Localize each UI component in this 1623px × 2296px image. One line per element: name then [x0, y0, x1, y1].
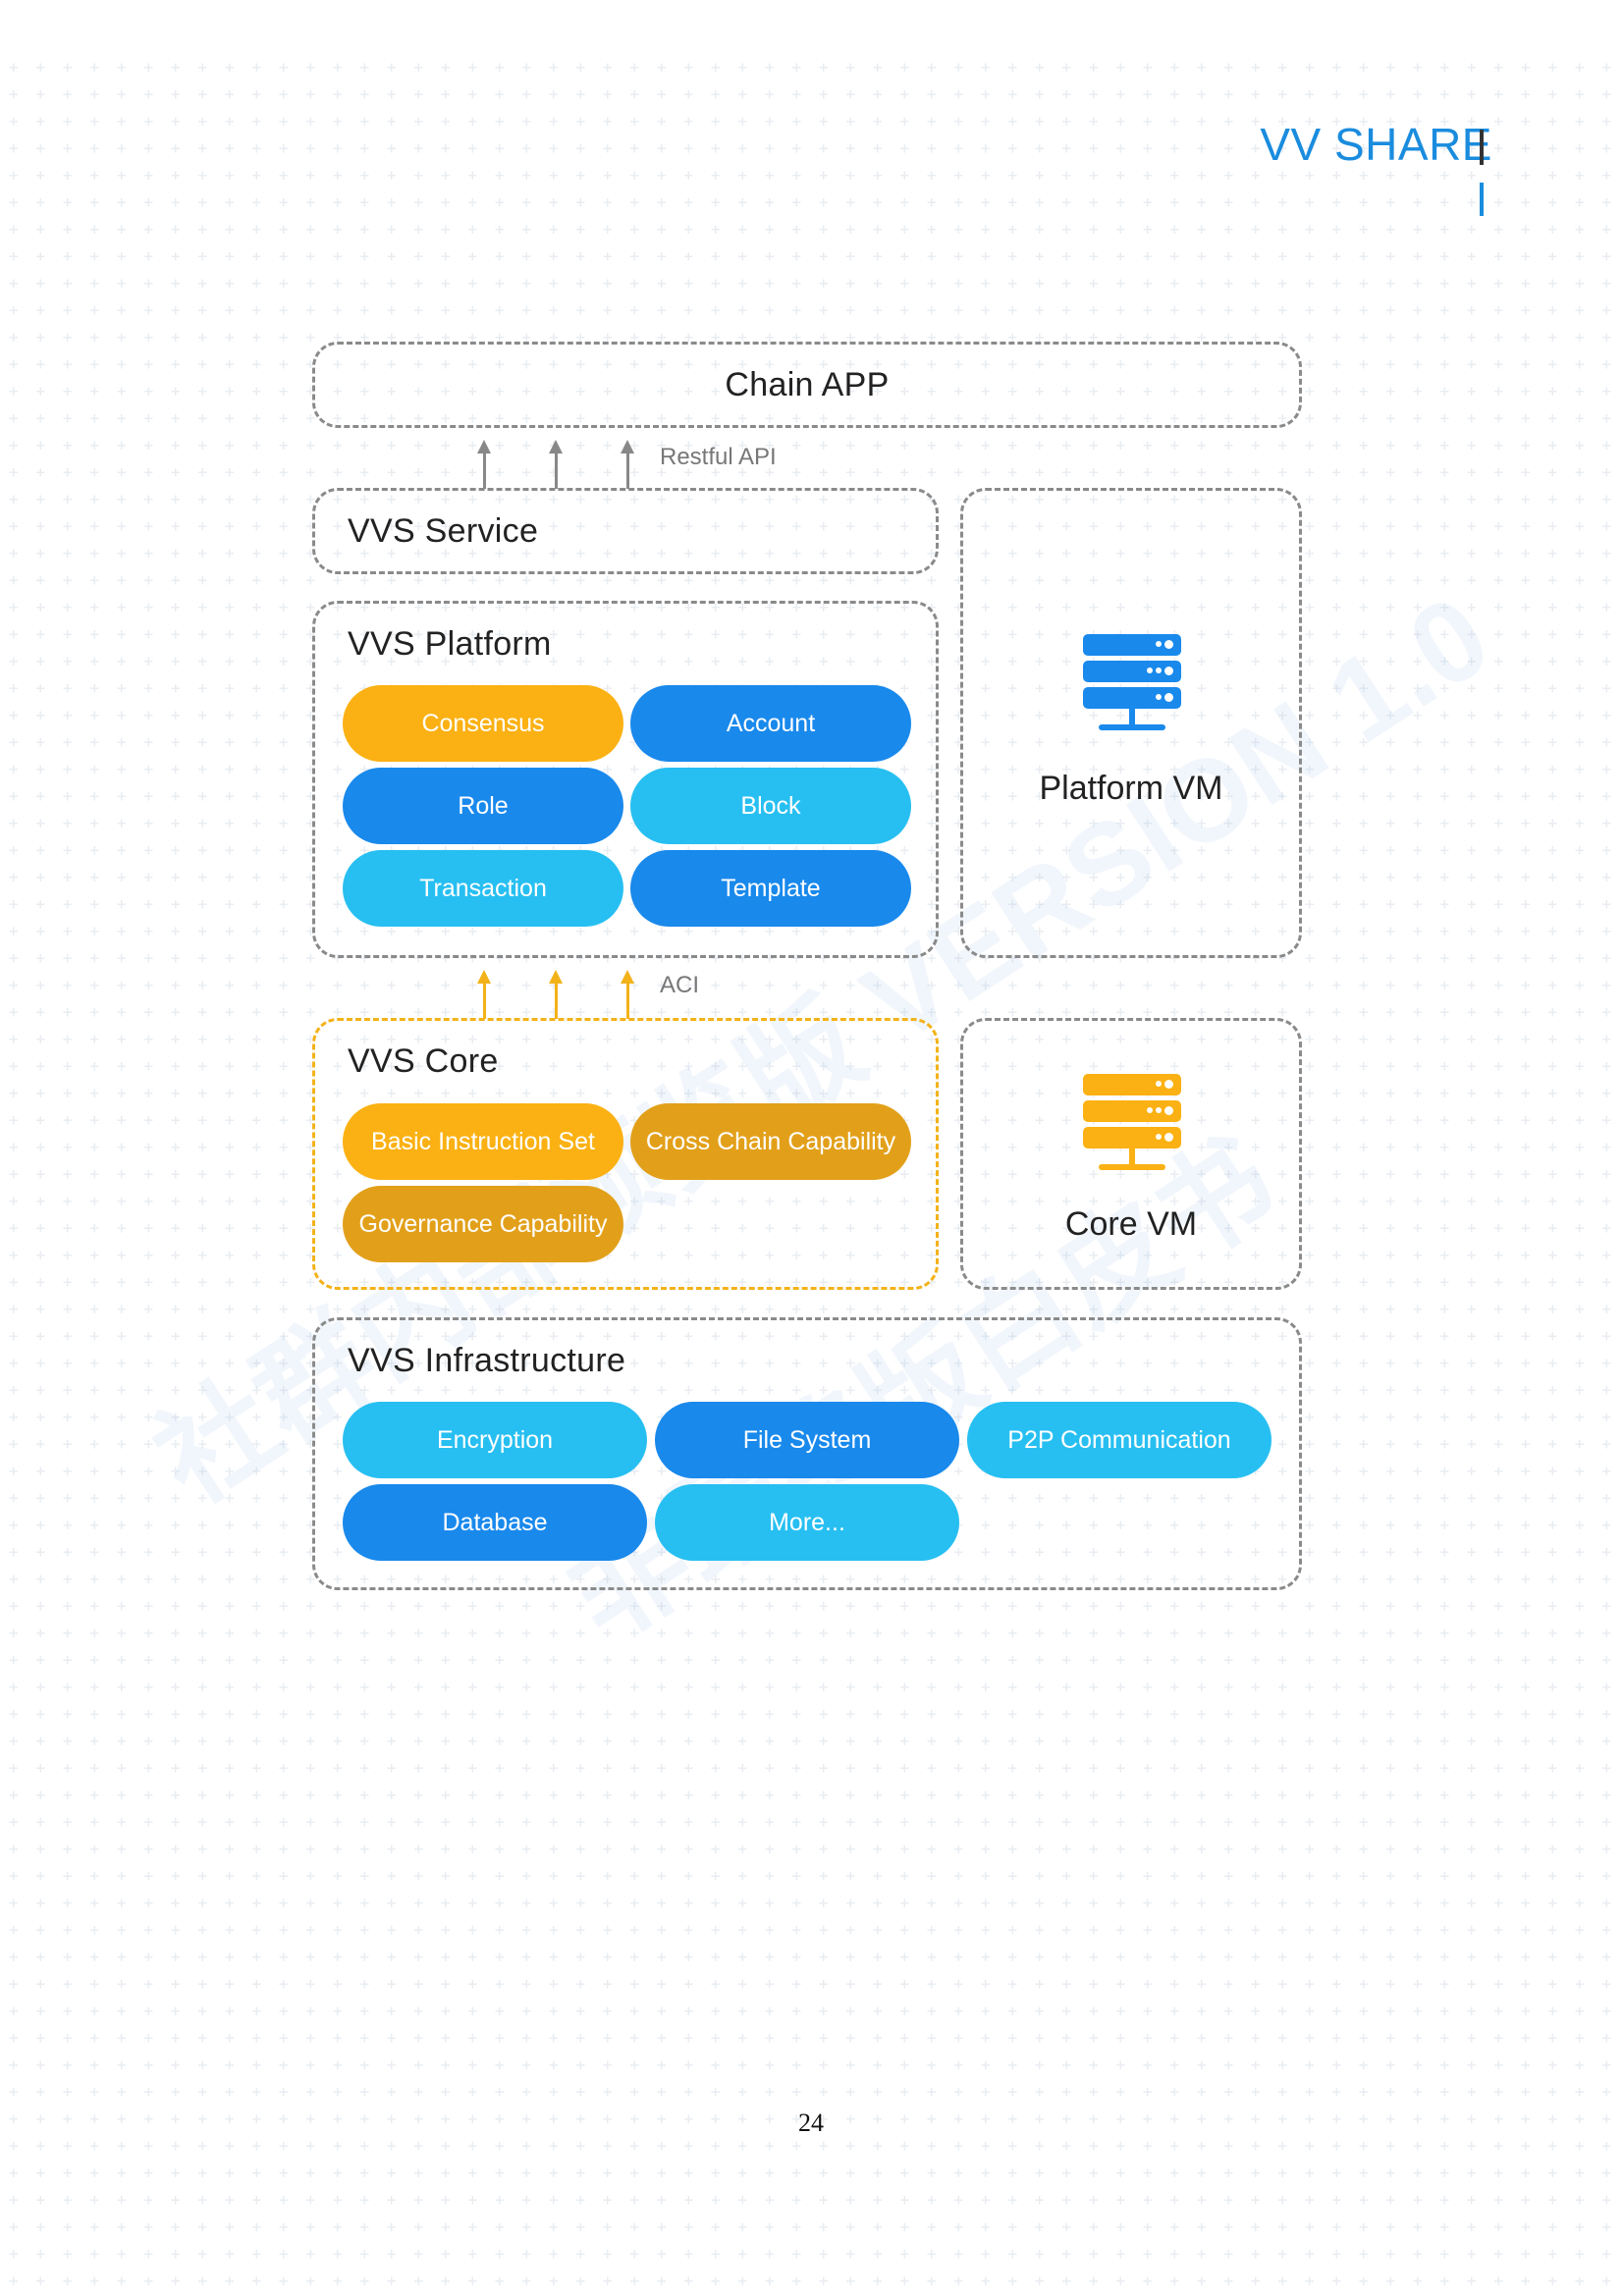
pill-block: Block [630, 768, 911, 844]
vvs-service-box: VVS Service [312, 488, 939, 574]
vvs-platform-title: VVS Platform [348, 625, 552, 663]
vvs-core-title: VVS Core [348, 1042, 499, 1080]
pill-p2p-communication: P2P Communication [967, 1402, 1271, 1478]
pill-encryption: Encryption [343, 1402, 647, 1478]
restful-api-label: Restful API [660, 444, 777, 470]
header-accent-bar [1480, 183, 1484, 216]
core-vm-title: Core VM [1064, 1205, 1198, 1243]
pill-cross-chain-capability: Cross Chain Capability [630, 1103, 911, 1180]
platform-vm-title: Platform VM [1039, 770, 1223, 807]
vvs-core-box: VVS Core [312, 1018, 939, 1290]
pill-file-system: File System [655, 1402, 959, 1478]
pill-consensus: Consensus [343, 685, 623, 762]
aci-label: ACI [660, 972, 700, 998]
brand-title: VV SHARE [1260, 119, 1492, 170]
pill-account: Account [630, 685, 911, 762]
core-vm-server-icon [1083, 1074, 1181, 1180]
page-number: 24 [798, 2109, 824, 2137]
pill-transaction: Transaction [343, 850, 623, 927]
vvs-infrastructure-title: VVS Infrastructure [348, 1342, 626, 1379]
pill-basic-instruction-set: Basic Instruction Set [343, 1103, 623, 1180]
vvs-platform-box: VVS Platform [312, 601, 939, 958]
platform-vm-server-icon [1083, 634, 1181, 740]
pill-database: Database [343, 1484, 647, 1561]
chain-app-title: Chain APP [725, 366, 890, 403]
vvs-infrastructure-box: VVS Infrastructure [312, 1317, 1302, 1590]
vvs-service-title: VVS Service [348, 512, 539, 550]
chain-app-box: Chain APP [312, 342, 1302, 428]
pill-role: Role [343, 768, 623, 844]
pill-template: Template [630, 850, 911, 927]
core-vm-box [960, 1018, 1302, 1290]
pill-governance-capability: Governance Capability [343, 1186, 623, 1262]
pill-more: More... [655, 1484, 959, 1561]
header-divider-bar [1480, 130, 1484, 165]
platform-vm-box [960, 488, 1302, 958]
